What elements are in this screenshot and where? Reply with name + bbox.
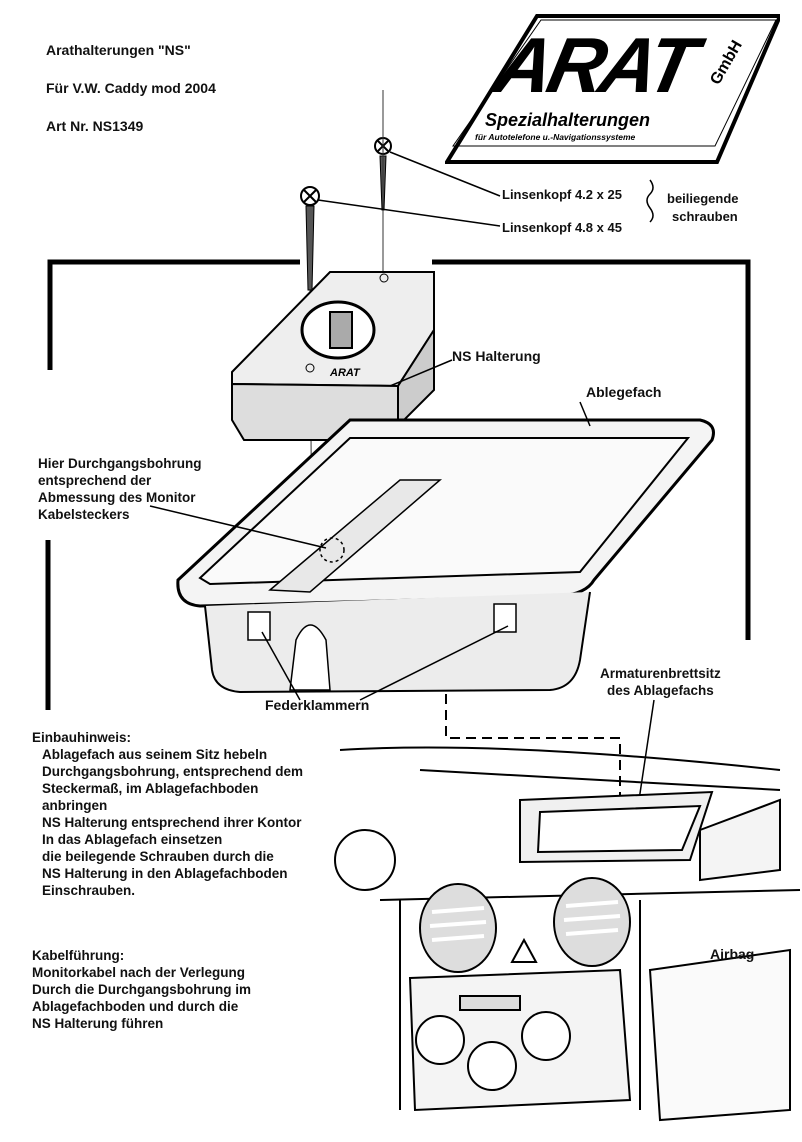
label-tray: Ablegefach	[586, 384, 662, 400]
logo-tagline: Spezialhalterungen	[485, 110, 651, 130]
label-screw-small: Linsenkopf 4.2 x 25	[502, 187, 622, 202]
logo-subline: für Autotelefone u.-Navigationssysteme	[475, 132, 636, 142]
hole-note: Hier Durchgangsbohrung entsprechend der …	[38, 456, 202, 522]
vehicle-model: Für V.W. Caddy mod 2004	[46, 80, 216, 96]
install-heading: Einbauhinweis:	[32, 730, 132, 745]
ns-holder: ARAT	[231, 271, 435, 441]
storage-tray	[176, 418, 715, 694]
label-clips: Federklammern	[265, 697, 370, 713]
install-instructions: Einbauhinweis: Ablagefach aus seinem Sit…	[32, 730, 304, 898]
holder-brand: ARAT	[329, 367, 361, 379]
frame-lines	[45, 259, 751, 710]
arat-logo: ARAT GmbH Spezialhalterungen für Autotel…	[445, 14, 780, 164]
label-screw-large: Linsenkopf 4.8 x 45	[502, 220, 622, 235]
dashboard	[334, 746, 801, 1122]
cable-routing: Kabelführung: Monitorkabel nach der Verl…	[32, 948, 252, 1031]
label-screws-note-1: beiliegende	[667, 191, 739, 206]
label-screws-note-2: schrauben	[672, 209, 738, 224]
article-number: Art Nr. NS1349	[46, 118, 144, 134]
label-dash-seat: Armaturenbrettsitz des Ablagefachs	[600, 666, 721, 698]
cable-heading: Kabelführung:	[32, 948, 125, 963]
document-title: Arathalterungen "NS"	[46, 42, 191, 58]
logo-frame	[445, 14, 780, 164]
label-airbag: Airbag	[710, 946, 755, 962]
label-ns-holder: NS Halterung	[452, 348, 541, 364]
